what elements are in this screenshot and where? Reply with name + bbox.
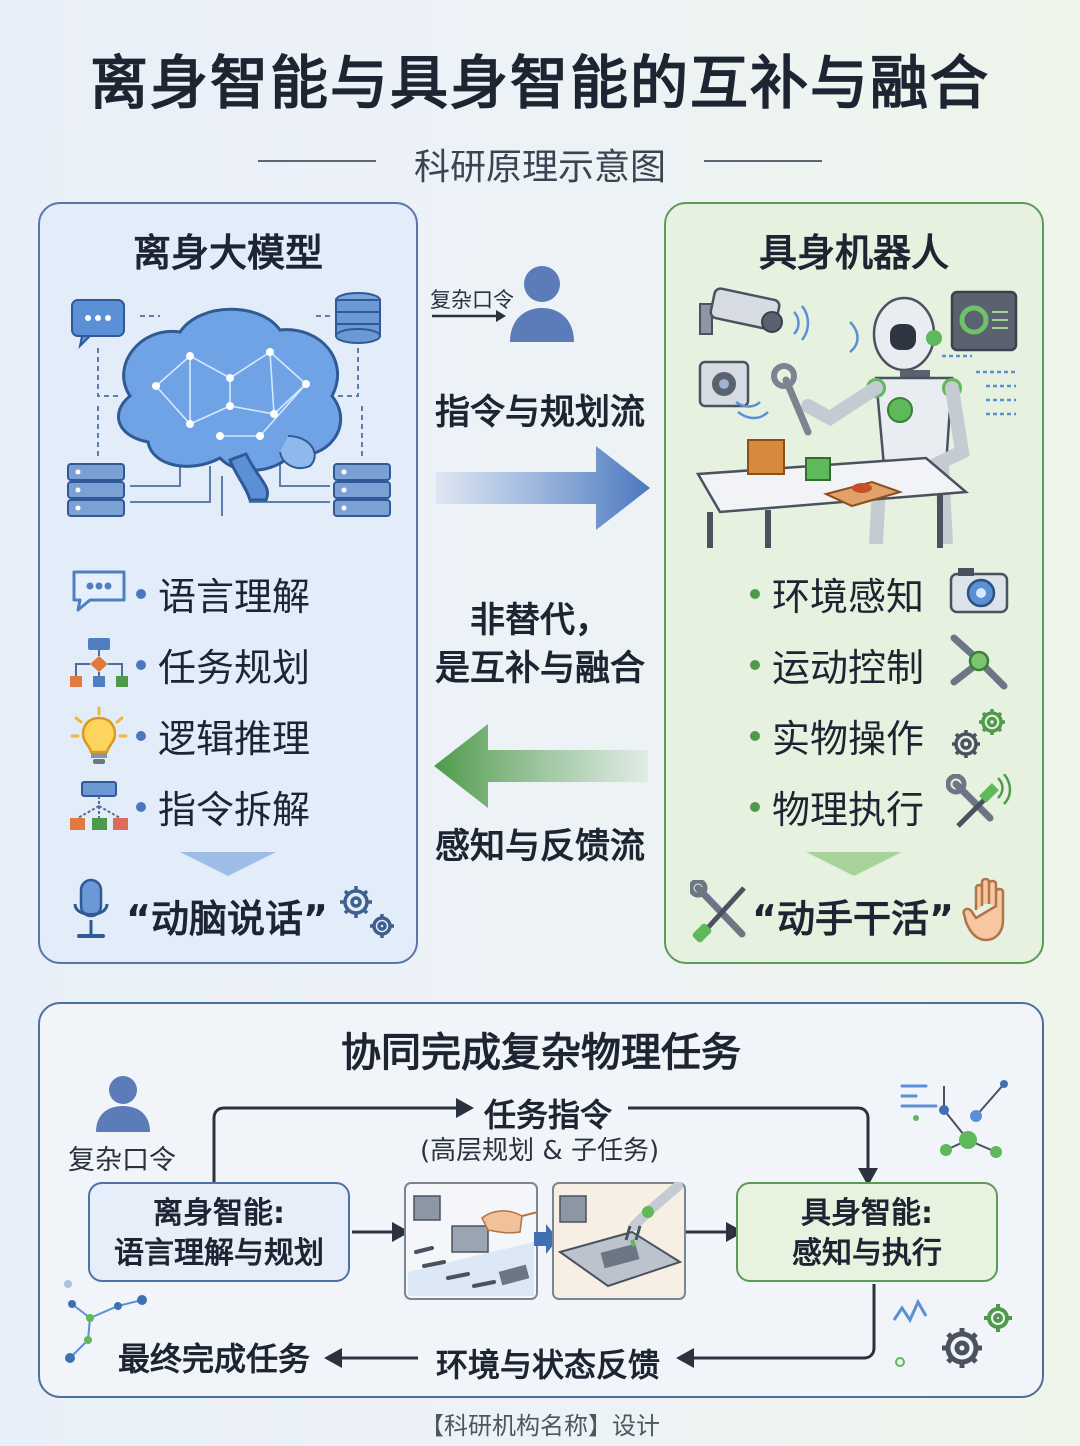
monitor-gear-icon	[942, 290, 1018, 416]
right-feature-motion: 运动控制	[772, 646, 925, 690]
hand-icon	[962, 877, 1005, 942]
wrench-icon	[771, 363, 812, 436]
camera-icon	[698, 360, 769, 420]
disembodied-intelligence-box: 离身智能: 语言理解与规划	[88, 1182, 350, 1282]
right-box-line-1: 具身智能:	[801, 1196, 933, 1231]
bottom-complex-command-label: 复杂口令	[68, 1145, 176, 1176]
right-slogan: “动手干活”	[752, 897, 954, 941]
bullet-dot	[750, 731, 760, 741]
gears-icon	[340, 886, 394, 938]
gears-icon	[952, 709, 1005, 758]
left-slogan: “动脑说话”	[126, 897, 328, 941]
feedback-label: 环境与状态反馈	[436, 1346, 661, 1384]
decomposition-icon	[70, 781, 128, 830]
feedback-arrow-icon	[434, 724, 648, 808]
brain-icon	[116, 307, 343, 502]
network-nodes-icon	[64, 1280, 147, 1363]
relation-line-2: 是互补与融合	[434, 649, 645, 689]
security-camera-icon	[699, 287, 810, 341]
feedback-flow-label: 感知与反馈流	[434, 827, 645, 867]
server-stack-left-icon	[67, 463, 125, 517]
left-feature-language: 语言理解	[158, 575, 311, 619]
left-feature-decomposition: 指令拆解	[158, 788, 311, 832]
workbench-icon	[695, 439, 970, 548]
embodied-intelligence-box: 具身智能: 感知与执行	[736, 1182, 998, 1282]
robot-joint-icon	[950, 634, 1008, 690]
forward-arrow-icon	[436, 446, 650, 530]
gears-icon	[892, 1298, 1012, 1368]
page-title: 离身智能与具身智能的互补与融合	[89, 49, 990, 117]
right-box-line-2: 感知与执行	[792, 1236, 942, 1271]
task-instruction-sublabel: (高层规划 & 子任务)	[420, 1136, 660, 1166]
right-feature-execution: 物理执行	[772, 788, 925, 832]
right-feature-perception: 环境感知	[772, 575, 925, 619]
bullet-dot	[750, 660, 760, 670]
camera-icon	[949, 568, 1009, 614]
microphone-icon	[73, 878, 109, 938]
robot-assembly-illustration	[552, 1182, 686, 1300]
left-panel-title: 离身大模型	[132, 231, 323, 275]
bullet-dot	[136, 802, 146, 812]
chat-bubble-icon	[72, 570, 126, 612]
tools-icon	[690, 880, 746, 943]
left-box-line-2: 语言理解与规划	[114, 1236, 324, 1271]
left-feature-reasoning: 逻辑推理	[158, 717, 311, 761]
wrench-screwdriver-icon	[946, 774, 1012, 828]
small-arrow-icon	[432, 310, 506, 322]
collaboration-flow-lines	[212, 1098, 878, 1368]
bullet-dot	[750, 802, 760, 812]
lightbulb-icon	[70, 706, 128, 764]
bullet-dot	[750, 589, 760, 599]
brain-network-illustration	[67, 292, 391, 517]
robot-workbench-illustration	[695, 287, 1018, 548]
bullet-dot	[136, 660, 146, 670]
left-box-line-1: 离身智能:	[153, 1196, 285, 1231]
user-icon	[96, 1076, 150, 1132]
flowchart-icon	[70, 638, 128, 687]
subtitle-row: 科研原理示意图	[0, 138, 1080, 188]
subtitle-left-rule	[258, 160, 376, 162]
left-feature-planning: 任务规划	[158, 646, 311, 690]
down-chevron-green-icon	[806, 852, 902, 876]
bullet-dot	[136, 731, 146, 741]
subtitle-right-rule	[704, 160, 822, 162]
relation-line-1: 非替代，	[469, 601, 610, 641]
right-panel-title: 具身机器人	[758, 231, 949, 275]
task-instruction-label: 任务指令	[484, 1096, 613, 1134]
forward-flow-label: 指令与规划流	[434, 393, 645, 433]
page-subtitle: 科研原理示意图	[413, 147, 666, 188]
collaboration-title: 协同完成复杂物理任务	[341, 1030, 741, 1076]
complex-command-label: 复杂口令	[430, 288, 514, 312]
down-chevron-blue-icon	[180, 852, 276, 876]
data-network-icon	[900, 1080, 1008, 1158]
bullet-dot	[136, 589, 146, 599]
server-stack-right-icon	[333, 463, 391, 517]
final-completion-label: 最终完成任务	[118, 1340, 311, 1378]
footer-credit: 【科研机构名称】设计	[420, 1412, 660, 1440]
right-feature-manipulation: 实物操作	[772, 717, 925, 761]
chat-bubble-icon	[71, 299, 125, 350]
user-icon	[510, 266, 574, 342]
database-icon	[335, 292, 381, 344]
assembly-parts-illustration	[404, 1182, 538, 1300]
